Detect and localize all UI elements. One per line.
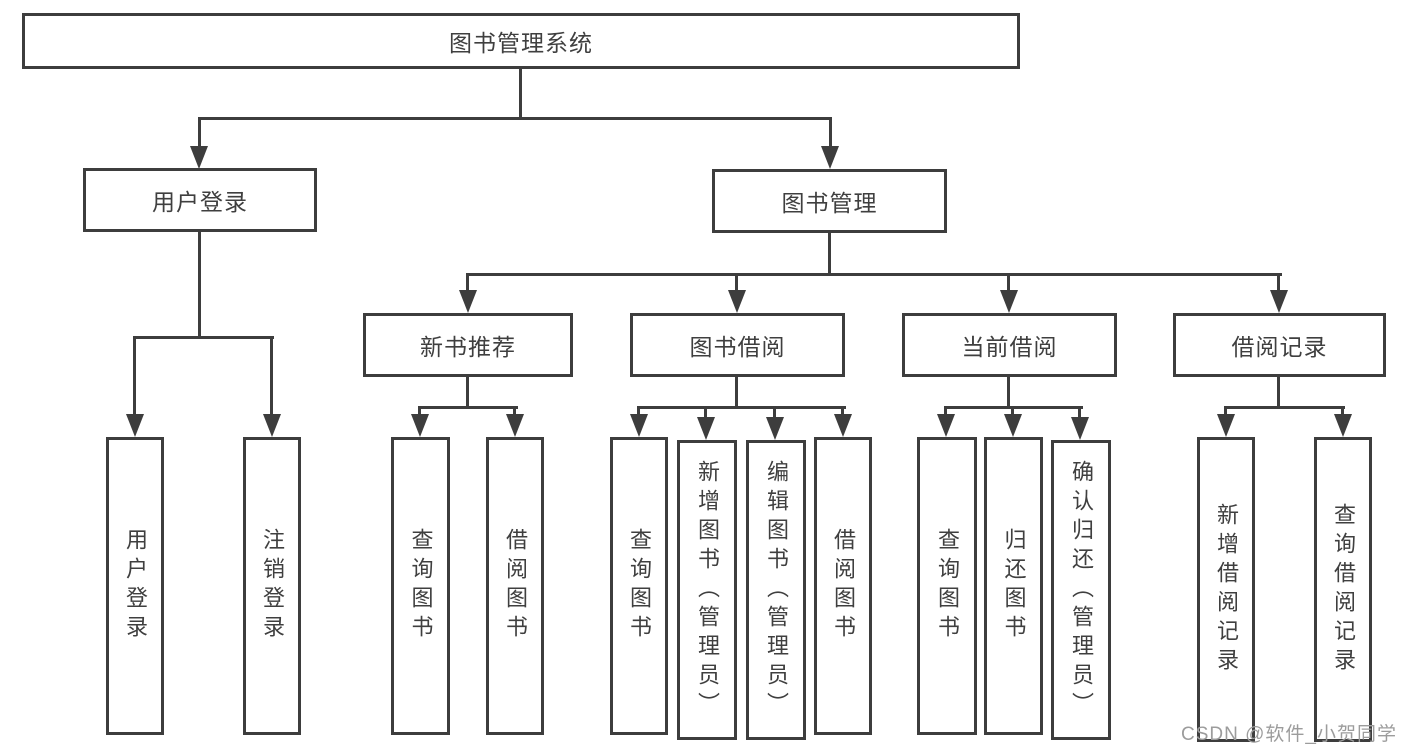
node-label: 查询图书 — [627, 528, 652, 644]
arrowhead-icon — [728, 290, 746, 313]
connector — [133, 336, 274, 339]
connector — [704, 406, 707, 420]
leaf-add-books-admin: 新增图书（管理员） — [677, 440, 737, 740]
node-user-login: 用户登录 — [83, 168, 317, 232]
node-label: 注销登录 — [260, 528, 285, 644]
connector — [1011, 406, 1014, 417]
leaf-query-books-current: 查询图书 — [917, 437, 977, 735]
leaf-borrow-books-borrowing: 借阅图书 — [814, 437, 872, 735]
connector — [735, 273, 738, 293]
arrowhead-icon — [1334, 414, 1352, 437]
leaf-query-books-recommend: 查询图书 — [391, 437, 450, 735]
connector — [466, 273, 469, 293]
connector — [1007, 377, 1010, 409]
arrowhead-icon — [1217, 414, 1235, 437]
connector — [773, 406, 776, 420]
arrowhead-icon — [506, 414, 524, 437]
connector — [133, 336, 136, 417]
arrowhead-icon — [821, 146, 839, 169]
node-label: 查询图书 — [935, 528, 960, 644]
connector — [944, 406, 947, 417]
arrowhead-icon — [126, 414, 144, 437]
leaf-logout: 注销登录 — [243, 437, 301, 735]
node-label: 编辑图书（管理员） — [764, 459, 789, 721]
node-book-borrowing: 图书借阅 — [630, 313, 845, 377]
connector — [637, 406, 640, 417]
node-label: 图书借阅 — [689, 334, 786, 360]
connector — [1341, 406, 1344, 417]
connector — [1224, 406, 1227, 417]
arrowhead-icon — [1004, 414, 1022, 437]
connector — [198, 232, 201, 339]
connector — [1007, 273, 1010, 293]
leaf-edit-books-admin: 编辑图书（管理员） — [746, 440, 806, 740]
arrowhead-icon — [937, 414, 955, 437]
arrowhead-icon — [411, 414, 429, 437]
connector — [513, 406, 516, 417]
node-label: 借阅图书 — [831, 528, 856, 644]
node-label: 借阅图书 — [503, 528, 528, 644]
connector — [1277, 273, 1280, 293]
connector — [828, 233, 831, 276]
connector — [735, 377, 738, 409]
node-book-management: 图书管理 — [712, 169, 947, 233]
arrowhead-icon — [834, 414, 852, 437]
arrowhead-icon — [190, 146, 208, 169]
leaf-add-borrow-record: 新增借阅记录 — [1197, 437, 1255, 742]
arrowhead-icon — [263, 414, 281, 437]
connector — [1078, 406, 1081, 420]
arrowhead-icon — [1270, 290, 1288, 313]
arrowhead-icon — [1071, 417, 1089, 440]
arrowhead-icon — [630, 414, 648, 437]
connector — [418, 406, 518, 409]
connector — [198, 117, 832, 120]
node-borrowing-records: 借阅记录 — [1173, 313, 1386, 377]
node-label: 当前借阅 — [961, 334, 1058, 360]
node-label: 用户登录 — [152, 189, 248, 215]
leaf-query-borrow-record: 查询借阅记录 — [1314, 437, 1372, 742]
leaf-confirm-return-admin: 确认归还（管理员） — [1051, 440, 1111, 740]
csdn-watermark: CSDN @软件_小贺同学 — [1181, 724, 1397, 745]
node-label: 确认归还（管理员） — [1069, 459, 1094, 721]
arrowhead-icon — [766, 417, 784, 440]
leaf-borrow-books-recommend: 借阅图书 — [486, 437, 544, 735]
arrowhead-icon — [1000, 290, 1018, 313]
node-label: 查询图书 — [408, 528, 434, 644]
connector — [841, 406, 844, 417]
node-label: 新增图书（管理员） — [695, 459, 720, 721]
connector — [1224, 406, 1345, 409]
leaf-query-books-borrowing: 查询图书 — [610, 437, 668, 735]
node-label: 图书管理系统 — [449, 30, 593, 56]
connector — [519, 69, 522, 119]
connector — [466, 273, 1282, 276]
connector — [418, 406, 421, 417]
node-label: 借阅记录 — [1231, 334, 1328, 360]
connector — [466, 377, 469, 409]
connector — [1277, 377, 1280, 409]
node-label: 新增借阅记录 — [1214, 502, 1239, 677]
node-label: 图书管理 — [781, 190, 878, 216]
connector — [270, 336, 273, 417]
node-new-book-recommendation: 新书推荐 — [363, 313, 573, 377]
node-label: 归还图书 — [1001, 528, 1027, 644]
node-label: 新书推荐 — [420, 334, 516, 360]
node-label: 查询借阅记录 — [1331, 502, 1356, 677]
connector — [198, 117, 201, 148]
leaf-user-login: 用户登录 — [106, 437, 164, 735]
arrowhead-icon — [459, 290, 477, 313]
node-label: 用户登录 — [123, 528, 148, 644]
arrowhead-icon — [697, 417, 715, 440]
connector — [829, 117, 832, 148]
leaf-return-books: 归还图书 — [984, 437, 1043, 735]
node-current-borrowing: 当前借阅 — [902, 313, 1117, 377]
connector — [637, 406, 846, 409]
node-root-title: 图书管理系统 — [22, 13, 1020, 69]
